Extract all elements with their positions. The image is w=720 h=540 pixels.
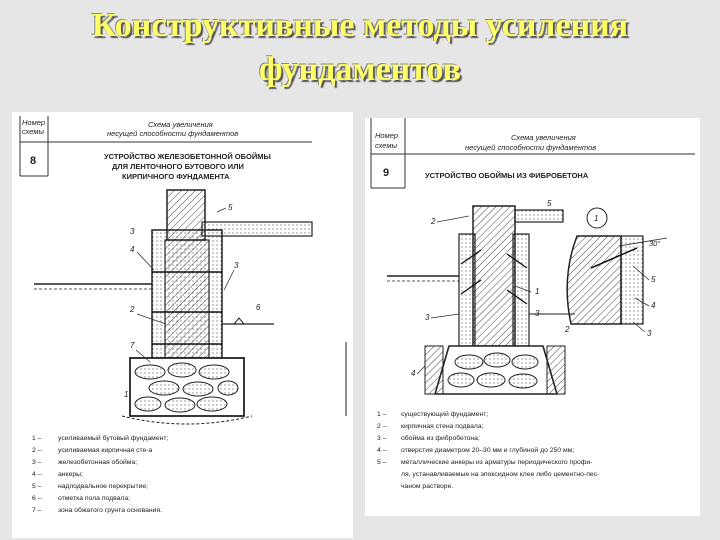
left-scheme-title-line1: УСТРОЙСТВО ЖЕЛЕЗОБЕТОННОЙ ОБОЙМЫ [104,152,271,161]
right-callout-2a: 2 [430,217,436,226]
right-callout-1: 1 [535,287,539,296]
left-scheme-title-line2: ДЛЯ ЛЕНТОЧНОГО БУТОВОГО ИЛИ [112,162,244,171]
left-legend-text-7: зона обжатого грунта основания. [58,506,162,514]
left-callout-2: 2 [129,305,135,314]
left-legend-num-3: 3 – [32,459,42,466]
right-legend-text-3: обойма из фибробетона; [401,434,480,442]
right-legend-text-2: кирпичная стена подвала; [401,423,484,430]
left-callout-3a: 3 [130,227,135,236]
left-header-col1-line2: схемы [22,127,44,136]
right-callout-5: 5 [547,199,552,208]
left-legend-num-1: 1 – [32,435,42,442]
left-legend-text-4: анкеры; [58,471,83,478]
right-legend-num-3: 3 – [377,435,387,442]
left-header-col1-line1: Номер [22,118,45,127]
right-detail-callout-5: 5 [651,275,656,284]
right-detail-drawing [566,207,668,325]
slide-title: Конструктивные методы усиления фундамент… [0,4,720,92]
right-detail-callout-3: 3 [647,329,652,338]
title-line-1: Конструктивные методы усиления [91,7,629,44]
right-detail-angle: 30° [649,239,660,248]
left-legend-num-4: 4 – [32,471,42,478]
right-legend-text-6: ля, устанавливаемые на эпоксидном клее л… [401,470,599,478]
left-header-col2-line2: несущей способности фундаментов [107,129,238,138]
right-detail-callout-2: 2 [564,325,570,334]
left-legend-text-1: усиливаемый бутовый фундамент; [58,434,168,442]
left-legend-num-5: 5 – [32,483,42,490]
right-header-col1-line2: схемы [375,141,397,150]
right-header-col2-line2: несущей способности фундаментов [465,143,596,152]
right-scheme-drawing: Номер схемы Схема увеличения несущей спо… [370,118,695,490]
right-callout-3a: 3 [425,313,430,322]
left-callout-5: 5 [228,203,233,212]
right-legend-text-5: металлические анкеры из арматуры периоди… [401,459,592,466]
right-detail-callout-1: 1 [594,214,598,223]
left-legend-text-2: усиливаемая кирпичная сте-а [58,447,153,454]
right-legend-text-4: отверстия диаметром 20–30 мм и глубиной … [401,446,574,454]
right-legend-num-1: 1 – [377,411,387,418]
left-legend-num-7: 7 – [32,507,42,514]
left-legend: 1 – усиливаемый бутовый фундамент; 2 – у… [32,434,168,514]
left-legend-text-6: отметка пола подвала; [58,495,130,502]
right-detail-callout-4: 4 [651,301,656,310]
right-legend-text-1: существующий фундамент; [401,410,488,418]
right-legend-num-4: 4 – [377,447,387,454]
left-legend-num-2: 2 – [32,447,42,454]
left-legend-text-5: надподвальное перекрытие; [58,483,148,490]
left-scheme-drawing: Номер схемы Схема увеличения несущей спо… [19,116,347,514]
left-scheme-sheet: Номер схемы Схема увеличения несущей спо… [12,112,353,538]
right-scheme-sheet: Номер схемы Схема увеличения несущей спо… [365,118,700,516]
left-callouts: 5 3 4 3 2 6 7 1 [124,203,261,399]
right-callouts-main: 2 5 1 3 3 4 [411,199,552,378]
right-legend-num-5: 5 – [377,459,387,466]
left-legend-num-6: 6 – [32,495,42,502]
left-scheme-number: 8 [30,155,36,167]
right-header-col1-line1: Номер [375,131,398,140]
right-callouts-detail: 1 30° 5 4 2 3 [564,214,660,338]
right-legend-text-7: чаном растворе. [401,483,453,490]
right-callout-3b: 3 [535,309,540,318]
title-line-2: фундаментов [258,51,462,88]
right-legend: 1 – существующий фундамент; 2 – кирпична… [377,410,599,490]
left-callout-3b: 3 [234,261,239,270]
left-callout-4: 4 [130,245,135,254]
right-section-drawing [387,205,575,395]
left-section-drawing [34,189,347,425]
right-scheme-number: 9 [383,167,389,179]
left-scheme-title-line3: КИРПИЧНОГО ФУНДАМЕНТА [122,172,230,181]
left-legend-text-3: железобетонная обойма; [58,458,137,466]
left-callout-7: 7 [130,341,135,350]
left-header-col2-line1: Схема увеличения [148,120,213,129]
right-header-col2-line1: Схема увеличения [511,133,576,142]
right-callout-4: 4 [411,369,416,378]
right-legend-num-2: 2 – [377,423,387,430]
left-callout-6: 6 [256,303,261,312]
right-scheme-title: УСТРОЙСТВО ОБОЙМЫ ИЗ ФИБРОБЕТОНА [425,171,589,180]
left-callout-1: 1 [124,390,128,399]
